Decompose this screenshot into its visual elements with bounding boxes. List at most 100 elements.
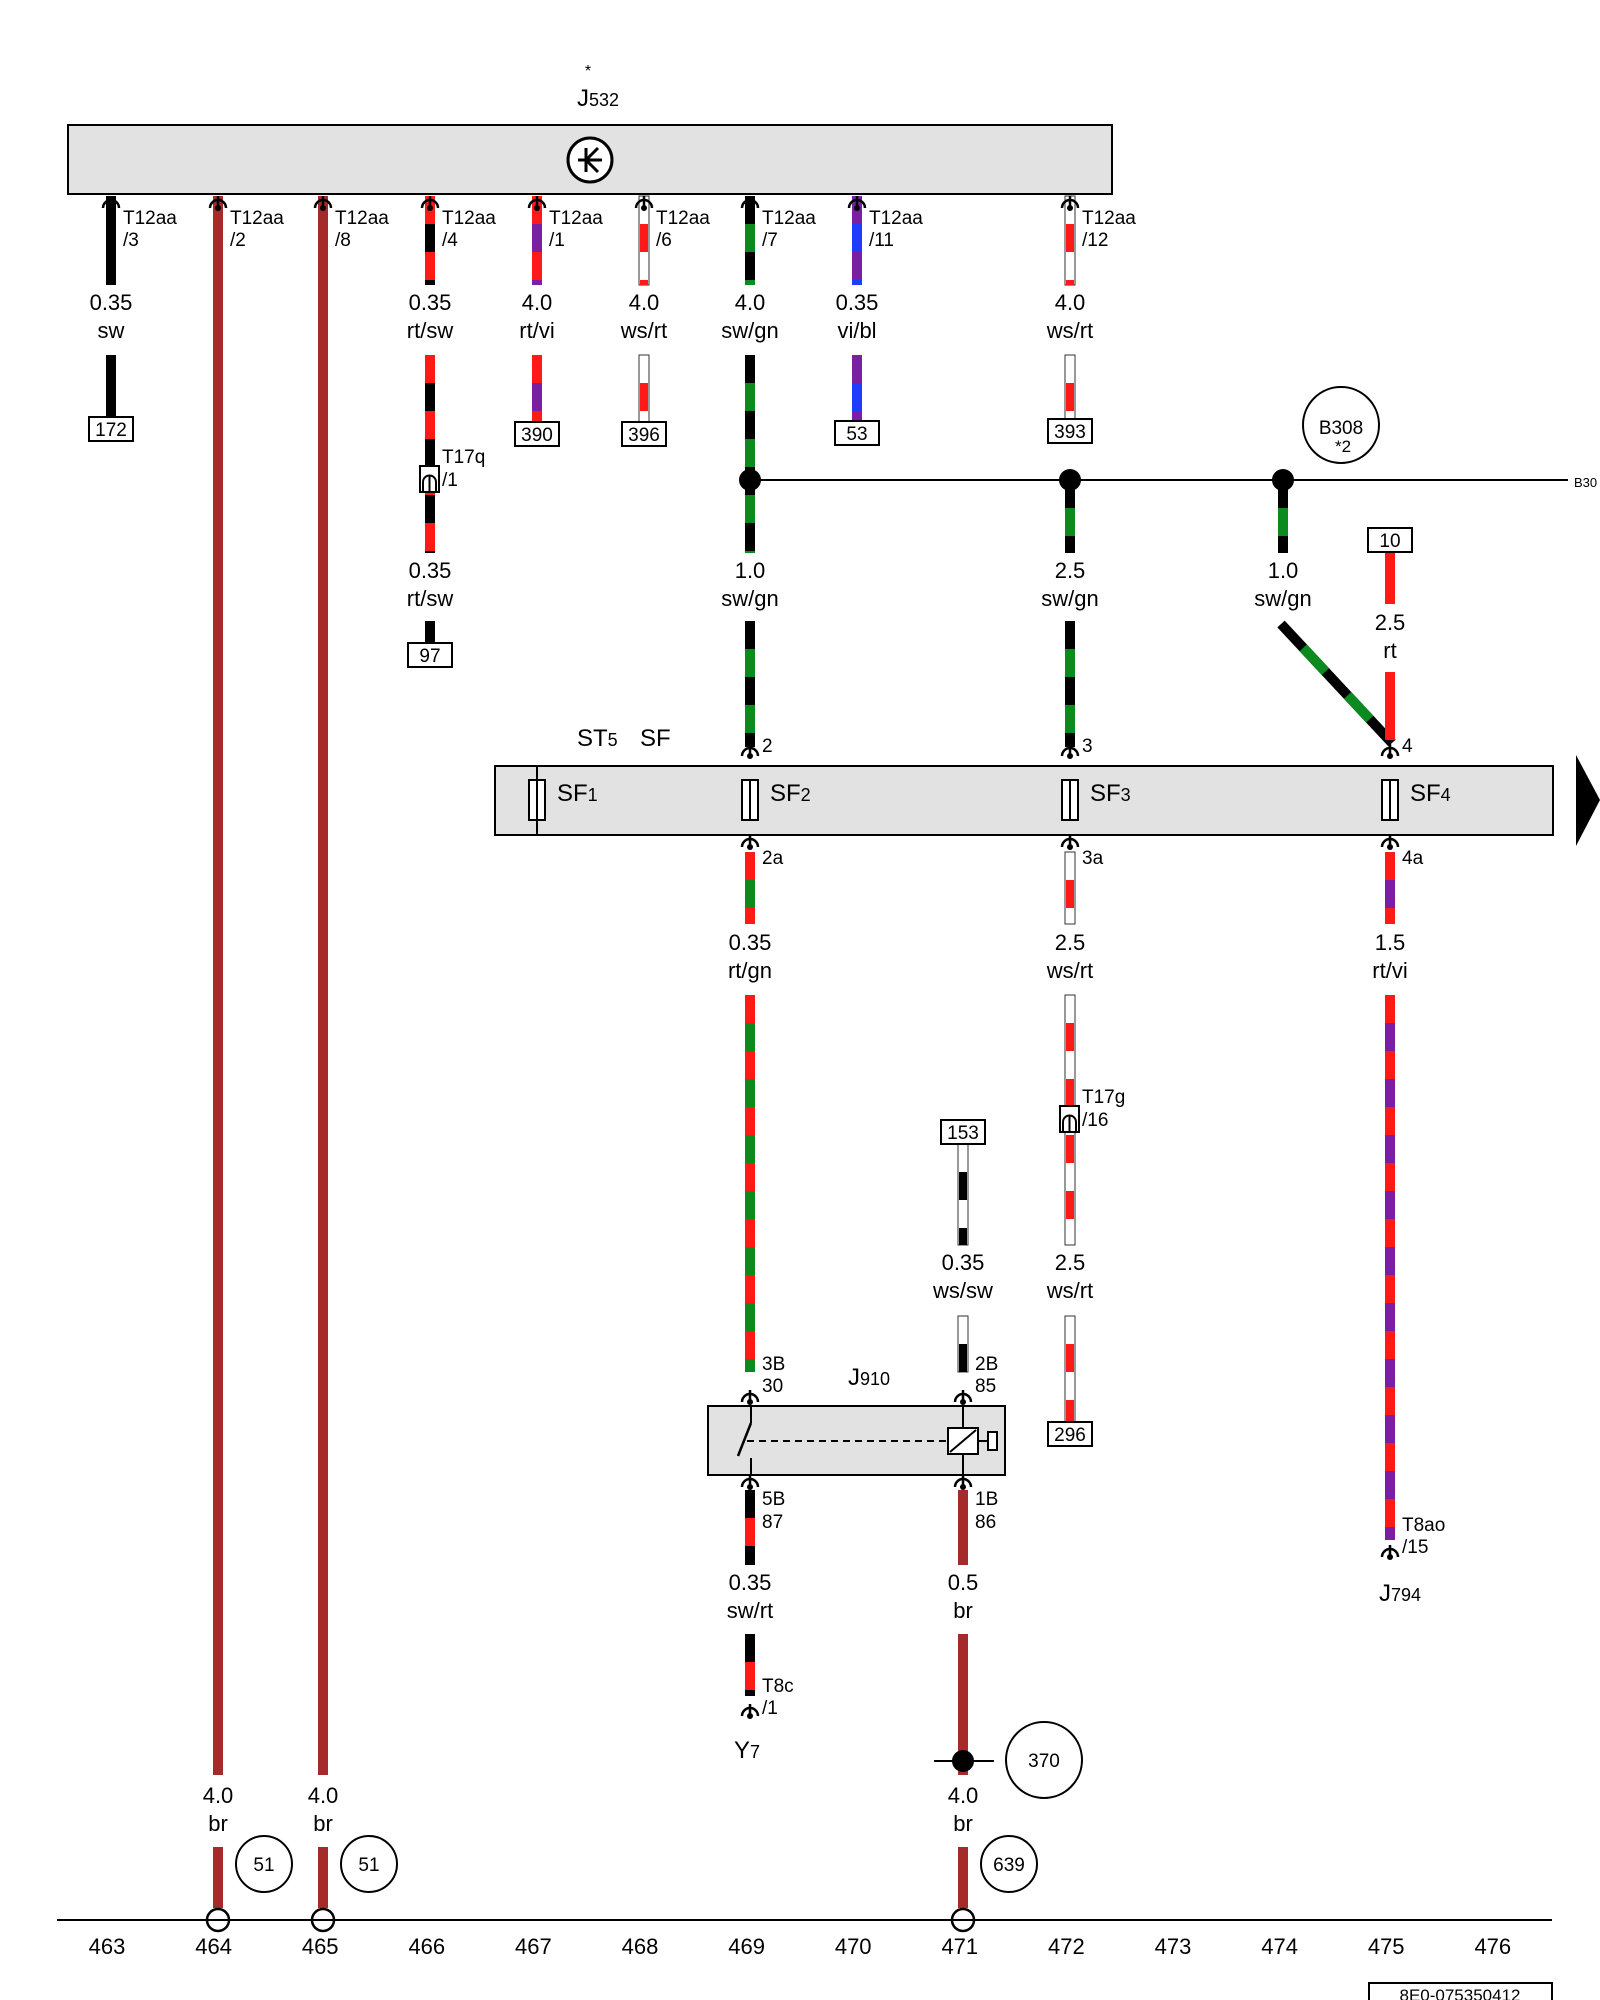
module-pin-3 [420,196,440,211]
reference-box-396[interactable]: 396 [621,421,667,447]
ground-reference-51[interactable]: 51 [340,1835,398,1893]
module-pin-conn-8: T12aa [1082,208,1136,229]
wire-sw-gn-to-fuse4[interactable] [1277,620,1396,747]
wire-ws-sw-to-relay[interactable] [957,1315,969,1373]
component-y7-label[interactable]: Y7 [734,1737,760,1764]
bus-b308-note: *2 [1335,437,1351,456]
relay-j910-label: J910 [848,1364,890,1391]
fuse-sf4[interactable]: SF4 [1381,779,1451,821]
svg-text:53: 53 [846,424,867,445]
wire-color-label: ws/sw [932,1278,993,1303]
module-pin-8 [1060,196,1080,211]
wire-ws-rt-fuse3-top[interactable] [1064,851,1076,925]
fuse-bottom-pin-label-2: 4a [1402,848,1424,869]
ground-point-group: 51 51 370 639 [205,1721,1083,1933]
wire-color-label: br [953,1598,973,1623]
component-j794-label[interactable]: J794 [1379,1580,1421,1607]
wire-ws-rt-393-top[interactable] [1064,195,1076,286]
wire-label-group: 0.35sw0.35rt/sw4.0rt/vi4.0ws/rt4.0sw/gn0… [90,290,1408,1836]
ground-reference-370[interactable]: 370 [1005,1721,1083,1799]
module-pin-conn-5: T12aa [656,208,710,229]
svg-text:153: 153 [947,1123,979,1144]
reference-box-53[interactable]: 53 [834,420,880,446]
wire-size-label: 0.35 [409,558,452,583]
reference-box-390[interactable]: 390 [514,421,560,447]
bus-b308: B308 *2 B30 [1302,386,1597,490]
track-number-469: 469 [728,1934,765,1959]
wire-ws-rt-bottom[interactable] [638,354,650,423]
module-pin-conn-0: T12aa [123,208,177,229]
fuse-carrier-st5[interactable]: ST5 SF [494,725,1600,846]
wire-size-label: 1.0 [1268,558,1299,583]
module-pin-conn-3: T12aa [442,208,496,229]
wire-color-label: sw/gn [721,586,778,611]
reference-box-10[interactable]: 10 [1367,527,1413,553]
fuse-bottom-pin-0 [740,835,760,850]
module-pin-conn-6: T12aa [762,208,816,229]
reference-box-97[interactable]: 97 [407,642,453,668]
module-pin-num-2: /8 [335,230,351,251]
svg-text:296: 296 [1054,1425,1086,1446]
relay-pin-86-label: 86 [975,1512,996,1533]
wire-size-label: 0.35 [90,290,133,315]
voltage-stabilizer-icon [566,136,614,184]
fuse-sf2[interactable]: SF2 [741,779,811,821]
wire-size-label: 0.35 [409,290,452,315]
wire-size-label: 2.5 [1055,1250,1086,1275]
control-module-j532[interactable]: * J532 [67,63,1113,195]
module-pin-conn-4: T12aa [549,208,603,229]
wire-color-label: ws/rt [1046,1278,1093,1303]
bus-b308-label: B308 [1319,418,1363,439]
reference-box-153[interactable]: 153 [940,1119,986,1145]
reference-box-393[interactable]: 393 [1047,418,1093,444]
reference-box-172[interactable]: 172 [88,416,134,442]
connector-t8c-pin [740,1704,760,1719]
relay-pin-85 [953,1390,973,1405]
fuse-group: SF1 SF2 SF3 SF4 [528,779,1451,821]
relay-pin-87 [740,1475,760,1490]
connector-t8c-name: T8c [762,1676,794,1697]
svg-text:370: 370 [1028,1751,1060,1772]
module-pin-num-1: /2 [230,230,246,251]
wire-size-label: 4.0 [203,1783,234,1808]
module-pin-num-7: /11 [869,230,894,251]
wire-size-label: 4.0 [629,290,660,315]
module-pin-5 [634,196,654,211]
module-pin-7 [847,196,867,211]
svg-text:97: 97 [419,646,440,667]
module-j532-label: J532 [577,85,619,112]
relay-pin-85-label: 85 [975,1376,996,1397]
module-pin-conn-7: T12aa [869,208,923,229]
wire-color-label: ws/rt [1046,958,1093,983]
connector-t8ao-name: T8ao [1402,1515,1445,1536]
wire-ws-sw-from-153[interactable] [957,1143,969,1246]
wire-size-label: 0.35 [729,930,772,955]
wire-ws-rt-393-bottom[interactable] [1064,354,1076,423]
reference-group: 172 390 396 53 393 97 10 153 296 [88,416,1413,1447]
relay-pin-87-label: 87 [762,1512,783,1533]
connector-t17g-pin: /16 [1082,1110,1108,1131]
track-number-468: 468 [622,1934,659,1959]
relay-pin-86 [953,1475,973,1490]
connector-t17q[interactable]: T17q /1 [419,447,485,493]
wire-size-label: 0.5 [948,1570,979,1595]
relay-coil-icon [947,1406,998,1475]
wire-ws-rt-to-296[interactable] [1064,1315,1076,1432]
wire-size-label: 2.5 [1375,610,1406,635]
reference-box-296[interactable]: 296 [1047,1421,1093,1447]
fuse-sf3[interactable]: SF3 [1061,779,1131,821]
bus-wire-group [739,469,1568,1772]
module-pin-num-6: /7 [762,230,778,251]
wire-size-label: 0.35 [729,1570,772,1595]
ground-reference-51[interactable]: 51 [235,1835,293,1893]
connector-t17g[interactable]: T17g /16 [1059,1087,1125,1133]
connector-t8ao-pin-label: /15 [1402,1537,1428,1558]
junction-dot-0 [739,469,761,491]
fuse-sf1[interactable]: SF1 [528,779,598,821]
module-pin-num-0: /3 [123,230,139,251]
ground-reference-639[interactable]: 639 [980,1835,1038,1893]
track-number-476: 476 [1474,1934,1511,1959]
relay-j910[interactable]: J910 [707,1364,1006,1476]
module-pin-conn-2: T12aa [335,208,389,229]
